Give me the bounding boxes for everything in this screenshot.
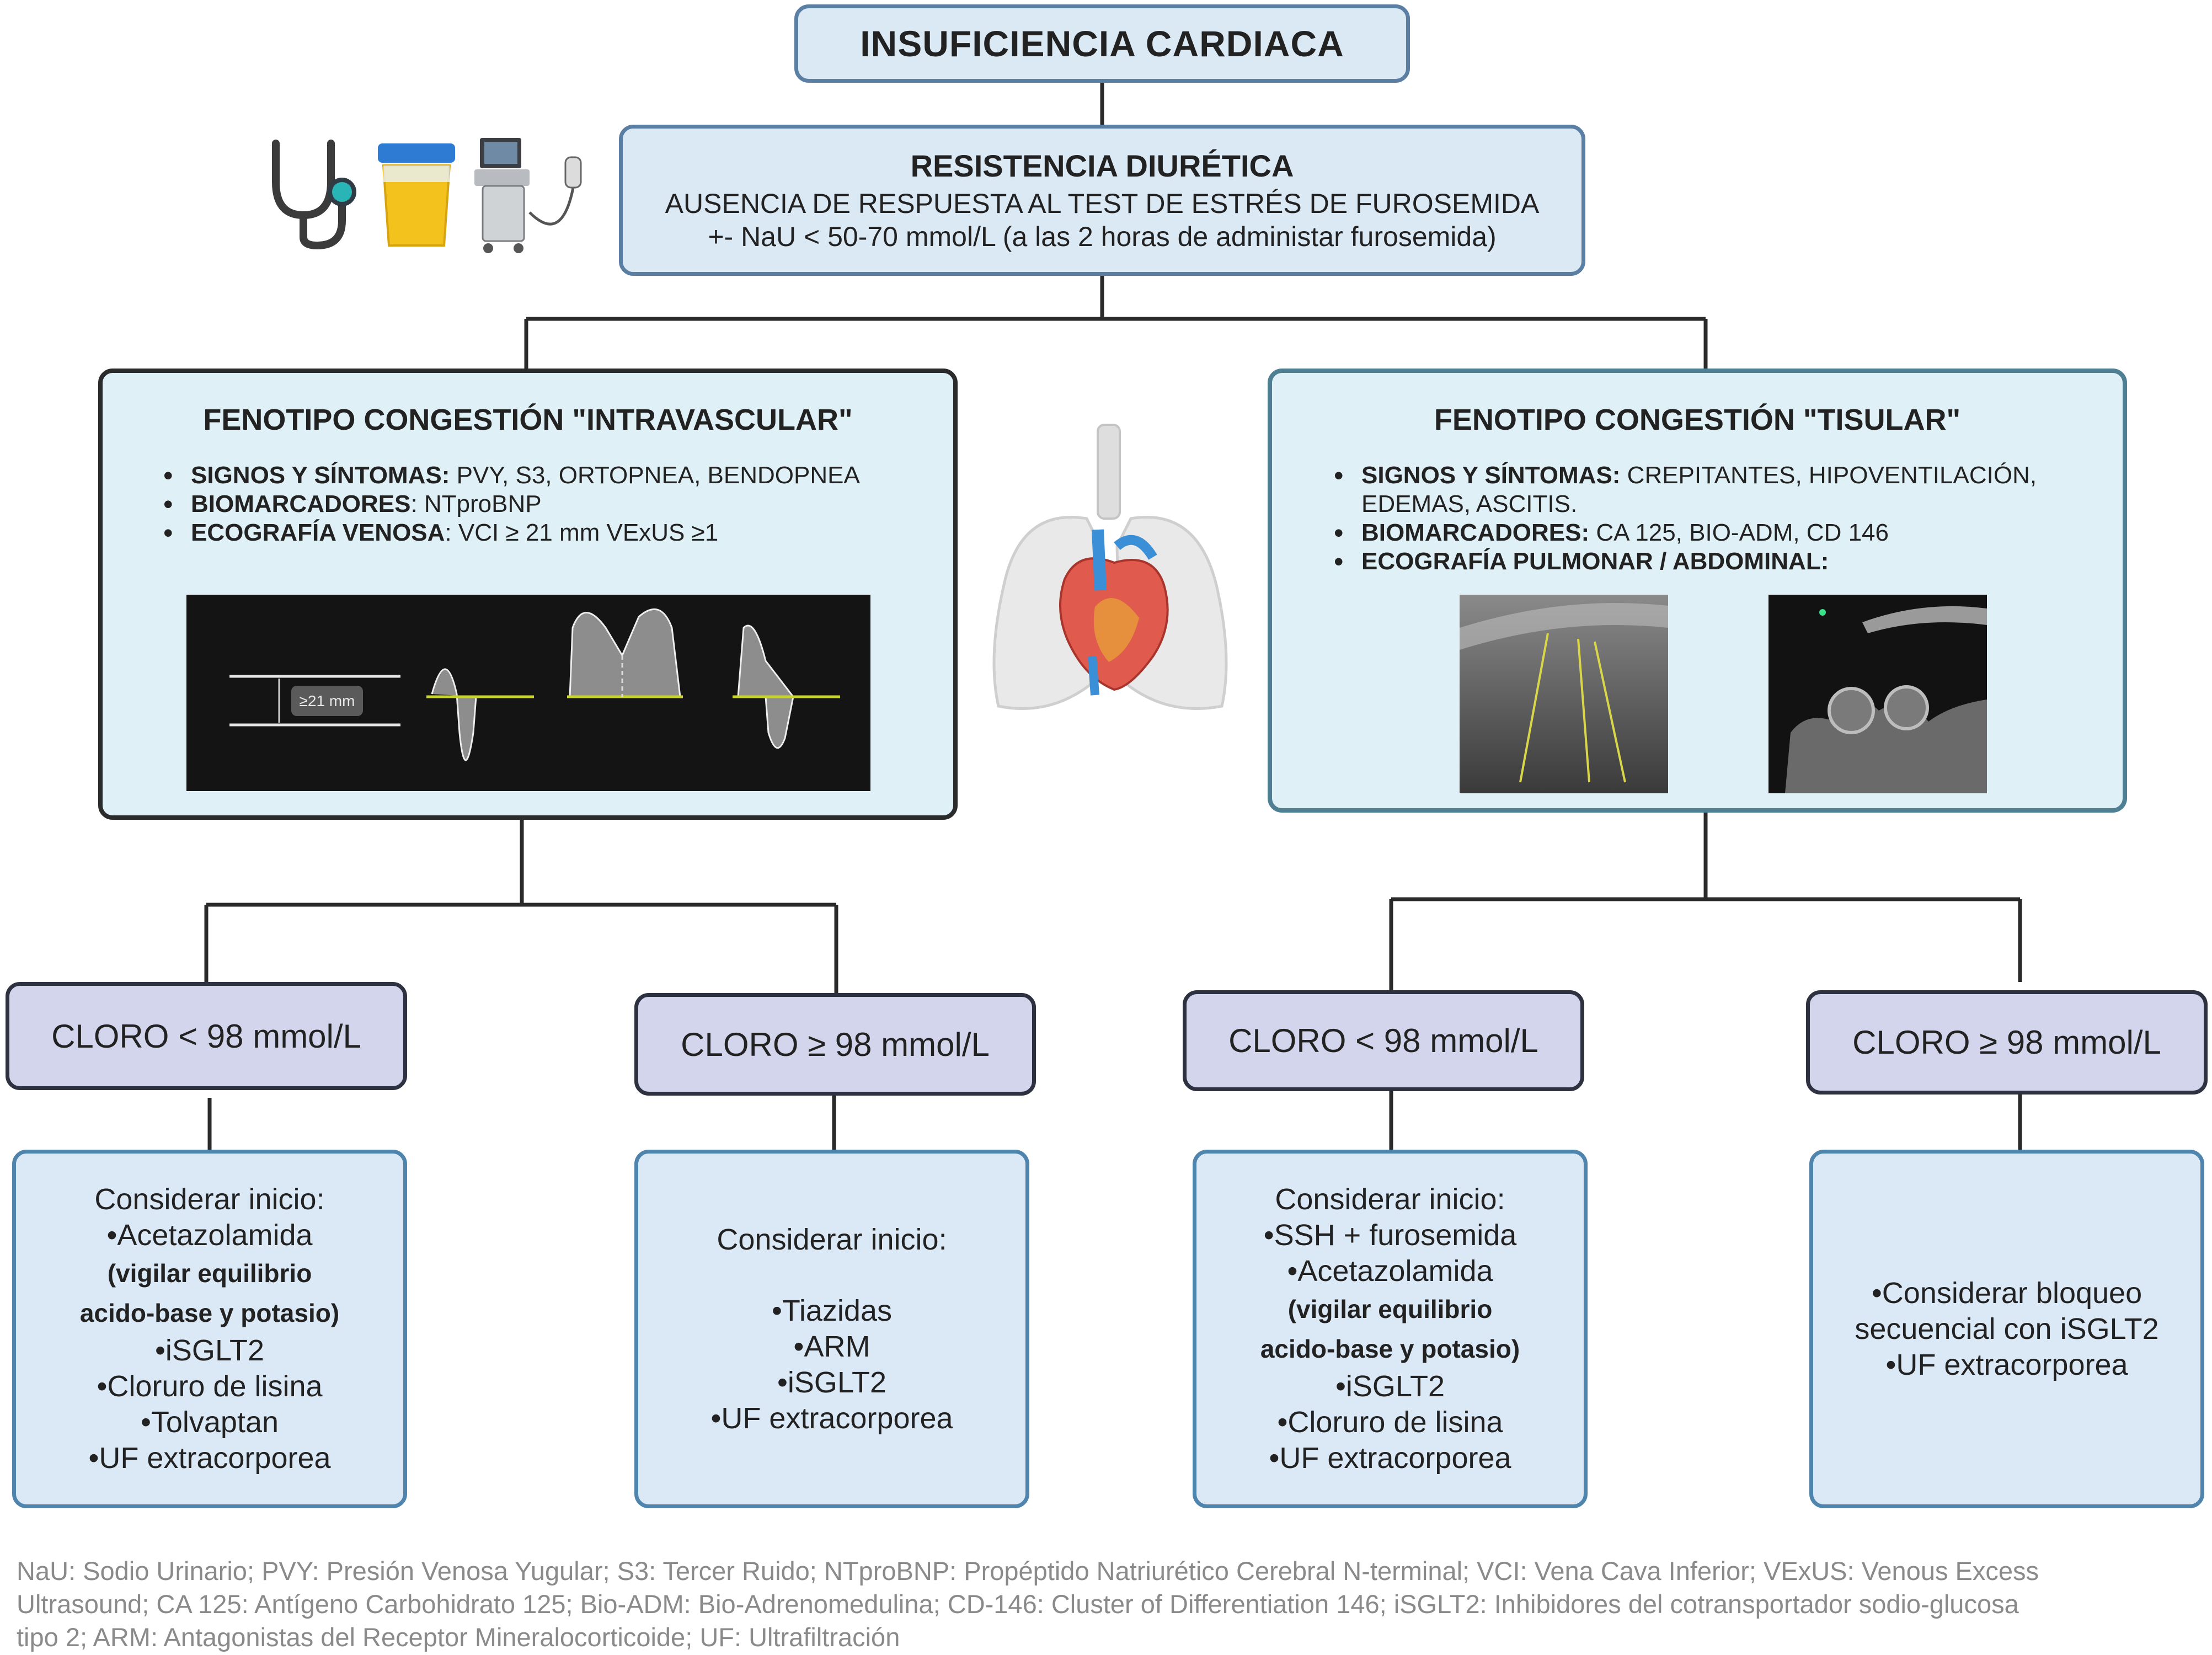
cons-line: •Acetazolamida [106,1219,313,1252]
cloro-label: CLORO < 98 mmol/L [51,1017,361,1055]
lung-ultrasound-image [1460,595,1668,793]
cons-line: •Tolvaptan [140,1406,279,1439]
cons-line: •SSH + furosemida [1263,1219,1517,1252]
cons-line: •iSGLT2 [155,1334,264,1367]
fenotipo-tisular-title: FENOTIPO CONGESTIÓN "TISULAR" [1434,403,1961,436]
fenotipo-intravascular-box: FENOTIPO CONGESTIÓN "INTRAVASCULAR" SIGN… [98,369,958,820]
vci-diameter-label: ≥21 mm [300,692,355,709]
intravascular-criteria-list: SIGNOS Y SÍNTOMAS: PVY, S3, ORTOPNEA, BE… [163,461,936,547]
cons-line: acido-base y potasio) [79,1299,340,1327]
ultrasound-machine-icon [474,138,582,253]
criteria-item: BIOMARCADORES: NTproBNP [163,490,936,519]
cons-line: •Considerar bloqueo [1871,1276,2142,1310]
cons-line: acido-base y potasio) [1260,1334,1520,1363]
criteria-item: BIOMARCADORES: CA 125, BIO-ADM, CD 146 [1334,519,2051,547]
footnote-line: tipo 2; ARM: Antagonistas del Receptor M… [17,1622,900,1652]
cons-line: •iSGLT2 [777,1365,886,1399]
cons-line: •UF extracorporea [1885,1348,2128,1381]
cons-line: •UF extracorporea [1269,1442,1511,1475]
criteria-item: SIGNOS Y SÍNTOMAS: CREPITANTES, HIPOVENT… [1334,461,2051,519]
diagram-title: INSUFICIENCIA CARDIACA [860,23,1344,64]
cloro-label: CLORO ≥ 98 mmol/L [681,1026,990,1063]
footnote-line: Ultrasound; CA 125: Antígeno Carbohidrat… [17,1589,2019,1619]
cons-line: secuencial con iSGLT2 [1855,1312,2159,1346]
heart-lungs-illustration [992,424,1228,710]
abbreviations-footnote: NaU: Sodio Urinario; PVY: Presión Venosa… [17,1555,2195,1654]
cons-line: Considerar inicio: [717,1222,947,1256]
cloro-box-1: CLORO < 98 mmol/L [6,982,407,1090]
stethoscope-icon [272,140,356,250]
cons-line: •iSGLT2 [1335,1370,1445,1403]
cloro-label: CLORO < 98 mmol/L [1228,1022,1538,1059]
criteria-item: ECOGRAFÍA PULMONAR / ABDOMINAL: [1334,547,2051,576]
considerar-box-2: Considerar inicio: •Tiazidas •ARM •iSGLT… [634,1150,1029,1508]
tisular-criteria-list: SIGNOS Y SÍNTOMAS: CREPITANTES, HIPOVENT… [1334,461,2051,576]
resistencia-title: RESISTENCIA DIURÉTICA [910,148,1294,183]
considerar-box-1: Considerar inicio: •Acetazolamida (vigil… [12,1150,407,1508]
fenotipo-tisular-box: FENOTIPO CONGESTIÓN "TISULAR" SIGNOS Y S… [1268,369,2127,813]
urine-cup-icon [378,143,455,247]
cons-line: (vigilar equilibrio [107,1259,312,1288]
cons-line: •Tiazidas [772,1294,892,1327]
cons-line: •Acetazolamida [1287,1254,1493,1288]
resistencia-line-2: +- NaU < 50-70 mmol/L (a las 2 horas de … [708,221,1497,252]
abdominal-ultrasound-image [1768,595,1987,793]
footnote-line: NaU: Sodio Urinario; PVY: Presión Venosa… [17,1556,2039,1585]
cons-line: •UF extracorporea [710,1401,953,1435]
cloro-box-4: CLORO ≥ 98 mmol/L [1806,990,2208,1095]
criteria-item: ECOGRAFÍA VENOSA: VCI ≥ 21 mm VExUS ≥1 [163,519,936,547]
cloro-label: CLORO ≥ 98 mmol/L [1852,1024,2161,1061]
cloro-box-3: CLORO < 98 mmol/L [1183,990,1584,1091]
vexus-doppler-image: ≥21 mm [186,595,870,791]
cloro-box-2: CLORO ≥ 98 mmol/L [634,993,1036,1096]
considerar-box-4: •Considerar bloqueo secuencial con iSGLT… [1809,1150,2204,1508]
cons-line: •Cloruro de lisina [97,1370,323,1403]
considerar-box-3: Considerar inicio: •SSH + furosemida •Ac… [1193,1150,1588,1508]
cons-line: Considerar inicio: [94,1183,325,1216]
criteria-item: SIGNOS Y SÍNTOMAS: PVY, S3, ORTOPNEA, BE… [163,461,936,490]
cons-line: •Cloruro de lisina [1277,1406,1503,1439]
cons-line: •ARM [793,1330,870,1363]
resistencia-line-1: AUSENCIA DE RESPUESTA AL TEST DE ESTRÉS … [665,188,1540,219]
cons-line: Considerar inicio: [1275,1183,1505,1216]
cons-line: •UF extracorporea [88,1442,331,1475]
fenotipo-intravascular-title: FENOTIPO CONGESTIÓN "INTRAVASCULAR" [203,403,853,436]
resistencia-diuretica-box: RESISTENCIA DIURÉTICA AUSENCIA DE RESPUE… [619,125,1585,276]
cons-line: (vigilar equilibrio [1287,1295,1493,1323]
insuficiencia-cardiaca-box: INSUFICIENCIA CARDIACA [794,4,1410,83]
